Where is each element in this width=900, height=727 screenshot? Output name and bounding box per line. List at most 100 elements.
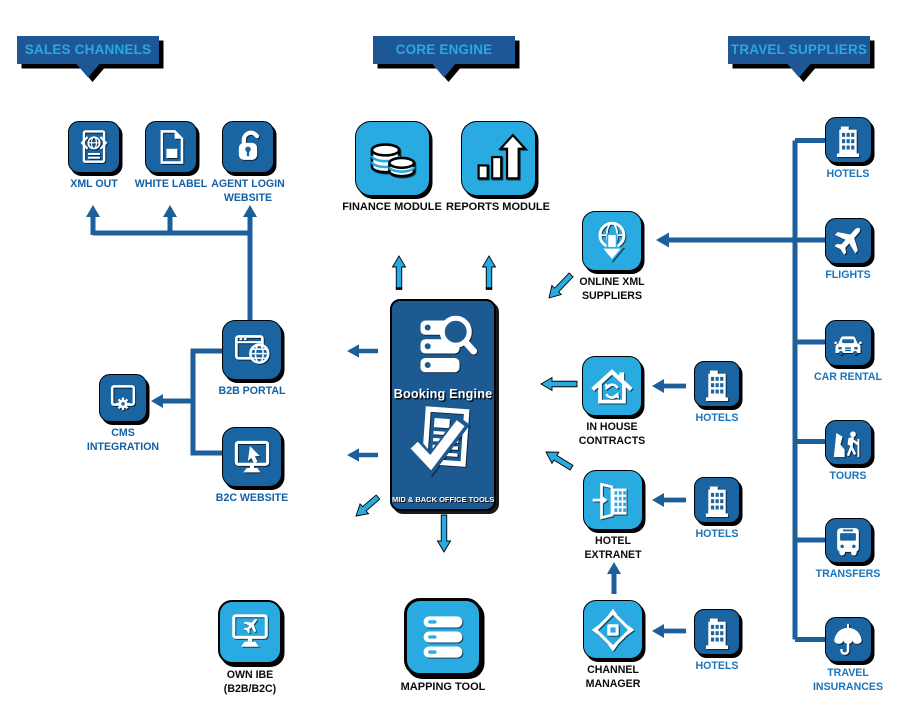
node-own-ibe: OWN IBE (B2B/B2C) (215, 600, 285, 696)
ts-tours-label: TOURS (829, 470, 867, 482)
xml-document-icon (80, 130, 108, 163)
b2b-portal-tile (222, 320, 282, 380)
arrow-booking-left-bottom (347, 448, 378, 462)
node-b2c-website: B2C WEBSITE (207, 427, 297, 506)
own-ibe-label: OWN IBE (B2B/B2C) (223, 669, 277, 695)
cms-integration-tile (99, 374, 147, 422)
arrow-booking-left-top (347, 344, 378, 358)
hotels-3-tile (694, 609, 740, 655)
bus-icon (837, 527, 859, 555)
pinwheel-icon (591, 608, 635, 651)
booking-engine-title: Booking Engine (393, 387, 493, 401)
channel-manager-label: CHANNEL MANAGER (585, 664, 641, 690)
hiker-mountain-icon (833, 430, 860, 457)
node-ts-transfers: TRANSFERS (808, 518, 888, 582)
arrow-booking-to-reports (481, 255, 497, 289)
hotel-extranet-tile (583, 470, 643, 530)
channel-manager-tile (583, 600, 643, 659)
bar-chart-arrow-icon (477, 132, 528, 179)
arrow-to-agent-login (243, 205, 257, 235)
checklist-document-icon (406, 406, 470, 477)
hotels-1-tile (694, 361, 740, 407)
ts-car-rental-tile (824, 320, 872, 366)
arrow-channel-manager-to-extranet (607, 562, 621, 594)
banner-ribbon-shape (17, 36, 164, 82)
connector-sales-tree (93, 230, 253, 322)
arrow-suppliers-to-online-xml (656, 232, 795, 248)
white-label-label: WHITE LABEL (134, 178, 208, 190)
booking-engine-box: Booking Engine MID & BACK OFFICE TOOLS (390, 299, 496, 511)
own-ibe-tile (218, 600, 282, 664)
arrow-booking-to-own-ibe (355, 494, 381, 517)
plane-icon (834, 227, 861, 255)
node-agent-login-website: AGENT LOGIN WEBSITE (203, 121, 293, 205)
building-icon (705, 486, 729, 518)
node-reports-module: REPORTS MODULE (438, 121, 558, 215)
node-ts-hotels: HOTELS (808, 117, 888, 182)
umbrella-icon (834, 623, 862, 655)
ts-travel-insurances-label: TRAVEL INSURANCES (812, 667, 884, 693)
node-hotel-extranet: HOTEL EXTRANET (571, 470, 655, 562)
cms-integration-label: CMS INTEGRATION (86, 427, 160, 453)
agent-login-website-tile (222, 121, 274, 173)
building-icon (836, 126, 860, 158)
banner-sales-channels-label: SALES CHANNELS (24, 42, 152, 57)
hotels-3-label: HOTELS (695, 660, 739, 672)
node-hotels-1: HOTELS (682, 361, 752, 426)
monitor-plane-icon (232, 614, 268, 647)
hotels-1-label: HOTELS (695, 412, 739, 424)
finance-module-tile (354, 121, 430, 196)
monitor-cursor-icon (234, 440, 270, 473)
node-xml-out: XML OUT (49, 121, 139, 192)
arrow-hotels2-to-extranet (652, 493, 686, 507)
xml-out-label: XML OUT (70, 178, 118, 190)
node-finance-module: FINANCE MODULE (332, 121, 452, 215)
node-hotels-2: HOTELS (682, 477, 752, 542)
hotels-2-label: HOTELS (695, 528, 739, 540)
banner-travel-suppliers: TRAVEL SUPPLIERS (728, 36, 888, 86)
banner-core-engine: CORE ENGINE (373, 36, 533, 86)
reports-module-label: REPORTS MODULE (446, 201, 550, 213)
ts-flights-tile (824, 218, 872, 264)
arrow-to-xml-out (86, 205, 100, 235)
online-xml-suppliers-tile (582, 211, 642, 271)
node-online-xml-suppliers: ONLINE XML SUPPLIERS (570, 211, 654, 303)
ts-flights-label: FLIGHTS (825, 269, 871, 281)
node-white-label: WHITE LABEL (126, 121, 216, 192)
node-in-house-contracts: IN HOUSE CONTRACTS (570, 356, 654, 448)
in-house-contracts-label: IN HOUSE CONTRACTS (578, 421, 646, 447)
banner-ribbon-shape (373, 36, 520, 82)
white-label-tile (145, 121, 197, 173)
coins-icon (370, 142, 416, 177)
hotels-2-tile (694, 477, 740, 523)
mapping-tool-tile (404, 598, 482, 676)
online-xml-suppliers-label: ONLINE XML SUPPLIERS (579, 276, 645, 302)
arrow-booking-to-mapping (436, 514, 452, 553)
node-ts-tours: TOURS (808, 420, 888, 484)
padlock-icon (238, 130, 260, 160)
browser-globe-icon (235, 335, 270, 364)
finance-module-label: FINANCE MODULE (342, 201, 442, 213)
building-icon (705, 618, 729, 650)
ts-hotels-tile (824, 117, 872, 163)
in-house-contracts-tile (582, 356, 642, 416)
b2c-website-tile (222, 427, 282, 487)
banner-travel-suppliers-label: TRAVEL SUPPLIERS (730, 42, 868, 57)
list-icon (423, 616, 463, 658)
arrow-hotels3-to-channel-manager (652, 624, 686, 638)
banner-core-engine-label: CORE ENGINE (395, 42, 493, 57)
node-channel-manager: CHANNEL MANAGER (571, 600, 655, 691)
node-ts-travel-insurances: TRAVEL INSURANCES (806, 617, 890, 694)
ts-travel-insurances-tile (824, 617, 872, 662)
b2c-website-label: B2C WEBSITE (215, 492, 289, 504)
hotel-extranet-label: HOTEL EXTRANET (584, 535, 642, 561)
arrow-hotels1-to-in-house (652, 379, 686, 393)
node-b2b-portal: B2B PORTAL (207, 320, 297, 399)
ts-car-rental-label: CAR RENTAL (813, 371, 883, 383)
node-ts-flights: FLIGHTS (808, 218, 888, 283)
b2b-portal-label: B2B PORTAL (218, 385, 286, 397)
car-icon (834, 336, 862, 356)
house-sync-icon (591, 369, 633, 404)
gear-box-icon (110, 385, 136, 411)
